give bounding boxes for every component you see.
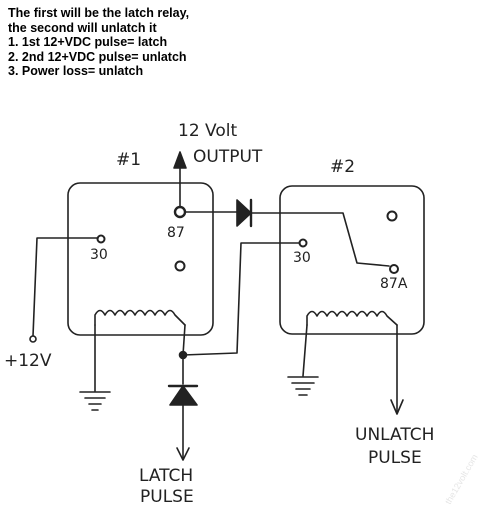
unlatch-label-line1: UNLATCH — [355, 425, 434, 445]
plus12v-terminal — [29, 335, 37, 343]
relay-1-pin-30 — [96, 234, 106, 244]
ground-icon — [79, 391, 111, 411]
ground-icon — [287, 376, 319, 396]
wire-30-to-coil-junction — [182, 242, 301, 356]
relay-2-coil — [306, 310, 398, 326]
note-line: 2. 2nd 12+VDC pulse= unlatch — [8, 49, 187, 64]
wire-12v-to-30 — [32, 237, 99, 337]
note-line: 3. Power loss= unlatch — [8, 64, 144, 78]
latch-label-line2: PULSE — [140, 487, 194, 507]
note-line: The first will be the latch relay, — [8, 6, 190, 20]
latch-input-arrow-icon — [176, 447, 190, 461]
relay-1-coil — [94, 309, 186, 326]
relay-2-pin-87 — [386, 210, 398, 222]
relay-1-pin-87a — [174, 260, 186, 272]
wire-diode-to-87a — [250, 212, 390, 267]
notes-block: The first will be the latch relay, the s… — [8, 6, 189, 79]
relay-2-label: #2 — [330, 157, 355, 177]
wire-coil1-latch — [182, 324, 186, 385]
relay-2-pin-87a — [389, 264, 399, 274]
note-line: the second will unlatch it — [8, 20, 157, 35]
output-label-line2: OUTPUT — [193, 147, 263, 167]
diode-icon — [236, 199, 252, 227]
relay-2-pin-30-label: 30 — [293, 250, 311, 266]
relay-2-pin-87a-label: 87A — [380, 276, 408, 292]
note-line: 1. 1st 12+VDC pulse= latch — [8, 35, 168, 49]
wire-coil2-ground — [302, 324, 308, 377]
relay-1-label: #1 — [116, 150, 141, 170]
relay-1-pin-87 — [173, 205, 187, 219]
output-arrow-icon — [173, 151, 187, 169]
output-label-line1: 12 Volt — [178, 121, 237, 141]
watermark: the12volt.com — [443, 452, 480, 506]
plus12v-label: +12V — [4, 351, 52, 371]
relay-1-pin-87-label: 87 — [167, 225, 185, 241]
relay-2-body — [279, 185, 425, 335]
relay-1-body — [67, 182, 214, 336]
unlatch-input-arrow-icon — [390, 399, 404, 415]
latch-label-line1: LATCH — [139, 466, 193, 486]
unlatch-label-line2: PULSE — [368, 448, 422, 468]
relay-1-pin-30-label: 30 — [90, 247, 108, 263]
latch-diode-icon — [169, 385, 198, 406]
